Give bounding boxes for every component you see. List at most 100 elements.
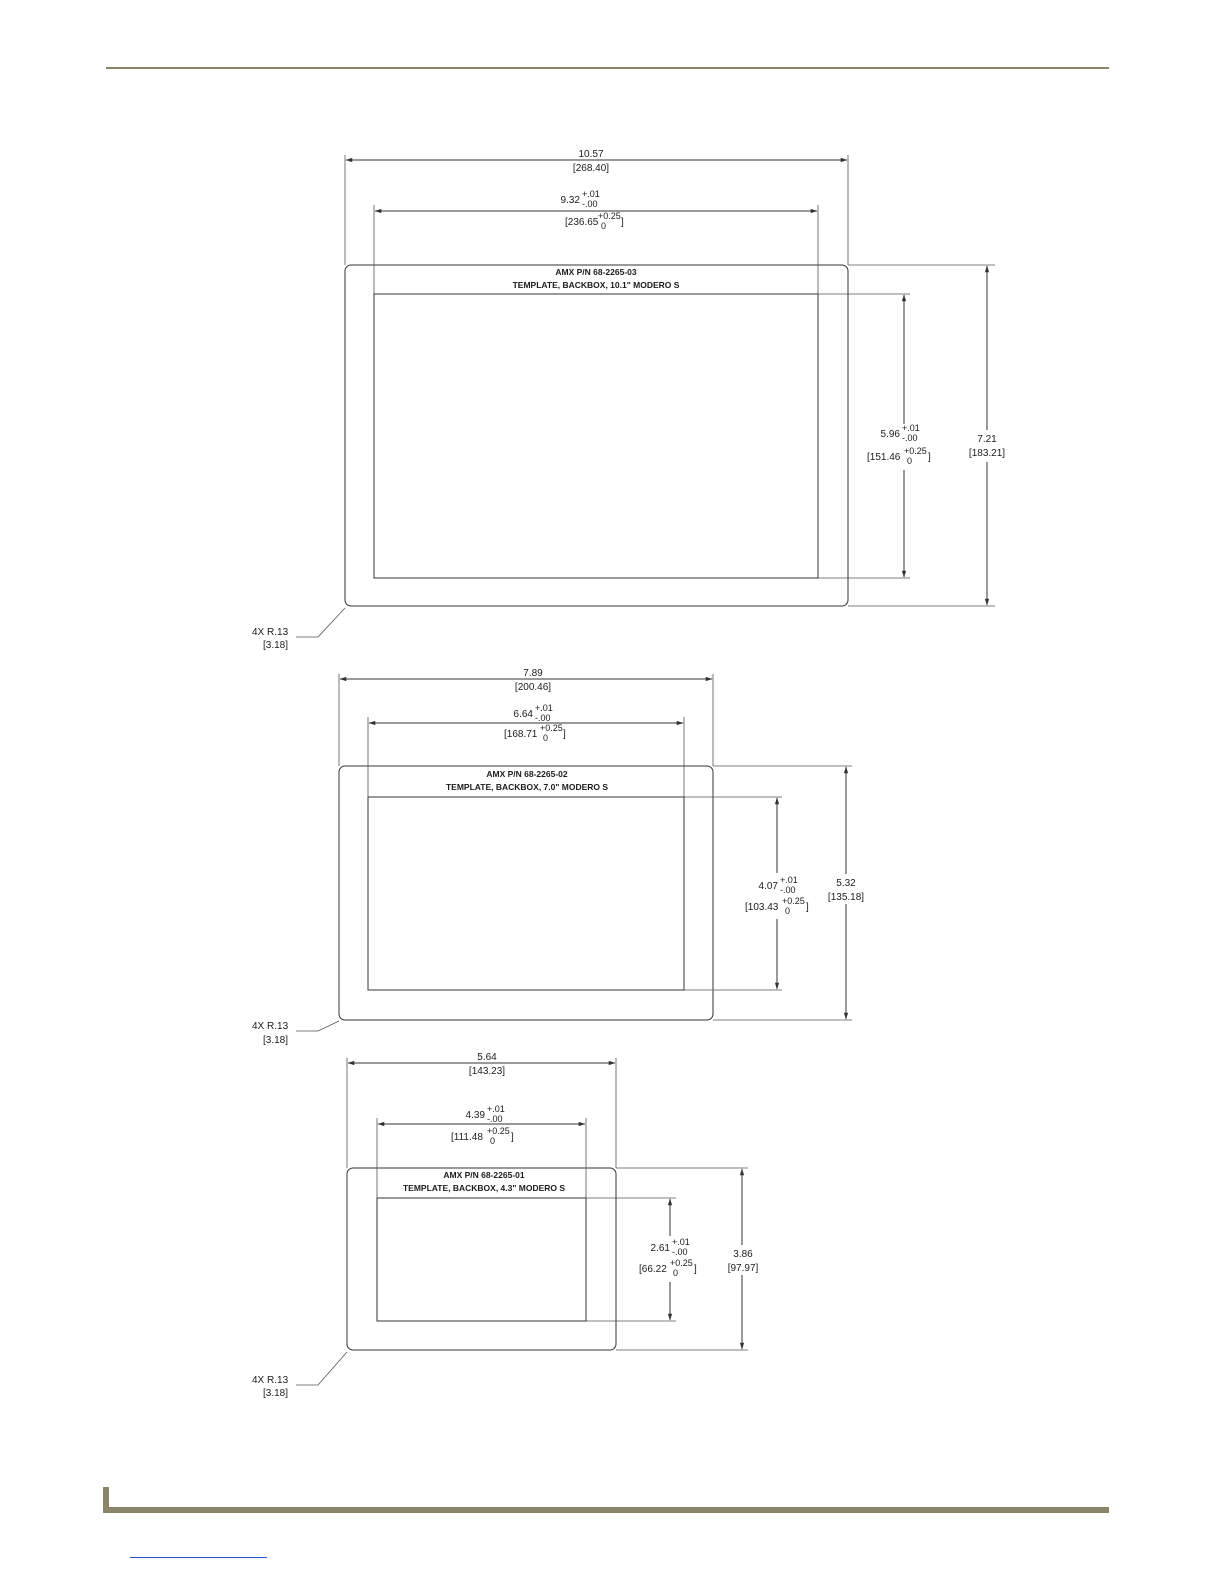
footer-link-underline[interactable] xyxy=(130,1557,267,1558)
svg-text:[135.18]: [135.18] xyxy=(828,892,864,903)
svg-text:[3.18]: [3.18] xyxy=(263,640,288,651)
template-10-1-cutout-width-tol-minus: -.00 xyxy=(582,199,598,209)
template-10-1-radius-leader xyxy=(296,607,346,638)
template-4-3-cutout-height-mm-tol-plus: +0.25 xyxy=(670,1258,693,1268)
svg-text:4X R.13: 4X R.13 xyxy=(252,1021,289,1032)
template-4-3-cutout-width-mm: 111.48 xyxy=(454,1132,484,1143)
template-4-3-part-number: AMX P/N 68-2265-01 xyxy=(443,1170,525,1180)
svg-text:[183.21]: [183.21] xyxy=(969,448,1005,459)
svg-text:]: ] xyxy=(621,217,624,228)
template-10-1-overall-height-mm: 183.21 xyxy=(972,448,1003,459)
template-7-0-radius-in: R.13 xyxy=(267,1021,289,1032)
template-7-0-drawing: 7.89 [200.46] 6.64 +.01 -.00 [168.71 +0.… xyxy=(252,668,868,1046)
template-4-3-outline xyxy=(346,1167,617,1351)
template-10-1-cutout-width-in: 9.32 xyxy=(561,195,581,206)
template-7-0-overall-width-in: 7.89 xyxy=(523,668,543,679)
svg-text:[268.40]: [268.40] xyxy=(573,163,609,174)
template-7-0-cutout-width-tol-minus: -.00 xyxy=(535,713,551,723)
template-4-3-title: TEMPLATE, BACKBOX, 4.3" MODERO S xyxy=(403,1183,565,1193)
template-4-3-radius-leader xyxy=(296,1351,348,1386)
template-4-3-radius-mm: 3.18 xyxy=(266,1388,286,1399)
template-4-3-overall-height-mm: 97.97 xyxy=(730,1263,755,1274)
template-10-1-radius-in: R.13 xyxy=(267,627,289,638)
template-7-0-overall-height-in: 5.32 xyxy=(836,878,856,889)
svg-text:[236.65: [236.65 xyxy=(565,217,599,228)
template-7-0-cutout-height-in: 4.07 xyxy=(759,881,779,892)
template-10-1-overall-width-mm: 268.40 xyxy=(576,163,607,174)
template-4-3-overall-height-in: 3.86 xyxy=(733,1249,753,1260)
svg-text:]: ] xyxy=(806,902,809,913)
template-7-0-part-number: AMX P/N 68-2265-02 xyxy=(486,769,568,779)
template-4-3-cutout-height-tol-plus: +.01 xyxy=(672,1237,690,1247)
template-7-0-cutout-height-mm-tol-plus: +0.25 xyxy=(782,896,805,906)
template-10-1-radius-mm: 3.18 xyxy=(266,640,286,651)
template-4-3-cutout-width-mm-tol-plus: +0.25 xyxy=(487,1126,510,1136)
svg-text:[3.18]: [3.18] xyxy=(263,1388,288,1399)
template-4-3-overall-width-mm: 143.23 xyxy=(472,1066,503,1077)
template-7-0-cutout-width-in: 6.64 xyxy=(514,709,534,720)
template-7-0-radius-count: 4X xyxy=(252,1021,265,1032)
template-7-0-cutout-height-tol-plus: +.01 xyxy=(780,875,798,885)
template-10-1-cutout-width-mm-tol-minus: 0 xyxy=(601,221,606,231)
template-4-3-cutout-width-mm-tol-minus: 0 xyxy=(490,1136,495,1146)
template-7-0-cutout-width-tol-plus: +.01 xyxy=(535,703,553,713)
template-4-3-cutout-height-mm-tol-minus: 0 xyxy=(673,1268,678,1278)
template-10-1-cutout-height-in: 5.96 xyxy=(881,429,901,440)
template-10-1-cutout-height-mm-tol-plus: +0.25 xyxy=(904,446,927,456)
template-10-1-cutout-width-tol-plus: +.01 xyxy=(582,189,600,199)
template-7-0-cutout-height-tol-minus: -.00 xyxy=(780,885,796,895)
template-7-0-overall-width-mm: 200.46 xyxy=(518,682,549,693)
svg-text:[66.22: [66.22 xyxy=(639,1264,667,1275)
footer-rule xyxy=(106,1507,1109,1513)
svg-text:]: ] xyxy=(511,1132,514,1143)
template-4-3-radius-in: R.13 xyxy=(267,1375,289,1386)
template-10-1-cutout-width-mm-tol-plus: +0.25 xyxy=(598,211,621,221)
template-10-1-cutout-height-mm: 151.46 xyxy=(870,452,901,463)
svg-text:[3.18]: [3.18] xyxy=(263,1035,288,1046)
template-10-1-overall-height-in: 7.21 xyxy=(977,434,997,445)
svg-text:]: ] xyxy=(928,452,931,463)
template-7-0-outline xyxy=(338,765,714,1021)
template-4-3-drawing: 5.64 [143.23] 4.39 +.01 -.00 [111.48 +0.… xyxy=(252,1052,764,1399)
template-7-0-cutout-width-mm-tol-plus: +0.25 xyxy=(540,723,563,733)
template-4-3-cutout-height-in: 2.61 xyxy=(651,1243,671,1254)
template-10-1-drawing: 10.57 [268.40] 9.32 +.01 -.00 [236.65 +0… xyxy=(252,149,1010,651)
svg-text:4X R.13: 4X R.13 xyxy=(252,627,289,638)
svg-text:]: ] xyxy=(563,729,566,740)
template-7-0-cutout-height-mm-tol-minus: 0 xyxy=(785,906,790,916)
svg-text:[103.43: [103.43 xyxy=(745,902,779,913)
svg-text:[151.46: [151.46 xyxy=(867,452,901,463)
template-7-0-title: TEMPLATE, BACKBOX, 7.0" MODERO S xyxy=(446,782,608,792)
template-7-0-radius-mm: 3.18 xyxy=(266,1035,286,1046)
template-10-1-outline xyxy=(344,264,849,607)
template-4-3-overall-width-in: 5.64 xyxy=(477,1052,497,1063)
template-10-1-cutout-height-tol-minus: -.00 xyxy=(902,433,918,443)
template-10-1-title: TEMPLATE, BACKBOX, 10.1" MODERO S xyxy=(513,280,680,290)
template-4-3-cutout-height-mm: 66.22 xyxy=(642,1264,667,1275)
template-4-3-cutout-width-tol-plus: +.01 xyxy=(487,1104,505,1114)
svg-text:[111.48: [111.48 xyxy=(451,1132,483,1143)
svg-text:[168.71: [168.71 xyxy=(504,729,538,740)
template-10-1-cutout-width-mm: 236.65 xyxy=(568,217,599,228)
svg-text:4X R.13: 4X R.13 xyxy=(252,1375,289,1386)
template-4-3-cutout-height-tol-minus: -.00 xyxy=(672,1247,688,1257)
template-7-0-cutout-width-mm-tol-minus: 0 xyxy=(543,733,548,743)
svg-text:[143.23]: [143.23] xyxy=(469,1066,505,1077)
template-7-0-cutout-height-mm: 103.43 xyxy=(748,902,779,913)
template-10-1-part-number: AMX P/N 68-2265-03 xyxy=(555,267,637,277)
template-7-0-overall-height-mm: 135.18 xyxy=(831,892,862,903)
template-10-1-cutout-height-tol-plus: +.01 xyxy=(902,423,920,433)
svg-text:[97.97]: [97.97] xyxy=(728,1263,759,1274)
template-7-0-cutout-width-mm: 168.71 xyxy=(507,729,538,740)
template-4-3-cutout-width-in: 4.39 xyxy=(466,1110,486,1121)
template-10-1-radius-count: 4X xyxy=(252,627,265,638)
template-4-3-radius-count: 4X xyxy=(252,1375,265,1386)
template-10-1-cutout-height-mm-tol-minus: 0 xyxy=(907,456,912,466)
template-10-1-overall-width-in: 10.57 xyxy=(578,149,603,160)
template-10-1-cutout xyxy=(373,293,819,579)
footer-rule-corner xyxy=(103,1487,109,1513)
template-7-0-cutout xyxy=(367,796,685,991)
template-4-3-cutout xyxy=(376,1197,587,1322)
template-7-0-radius-leader xyxy=(296,1020,340,1032)
